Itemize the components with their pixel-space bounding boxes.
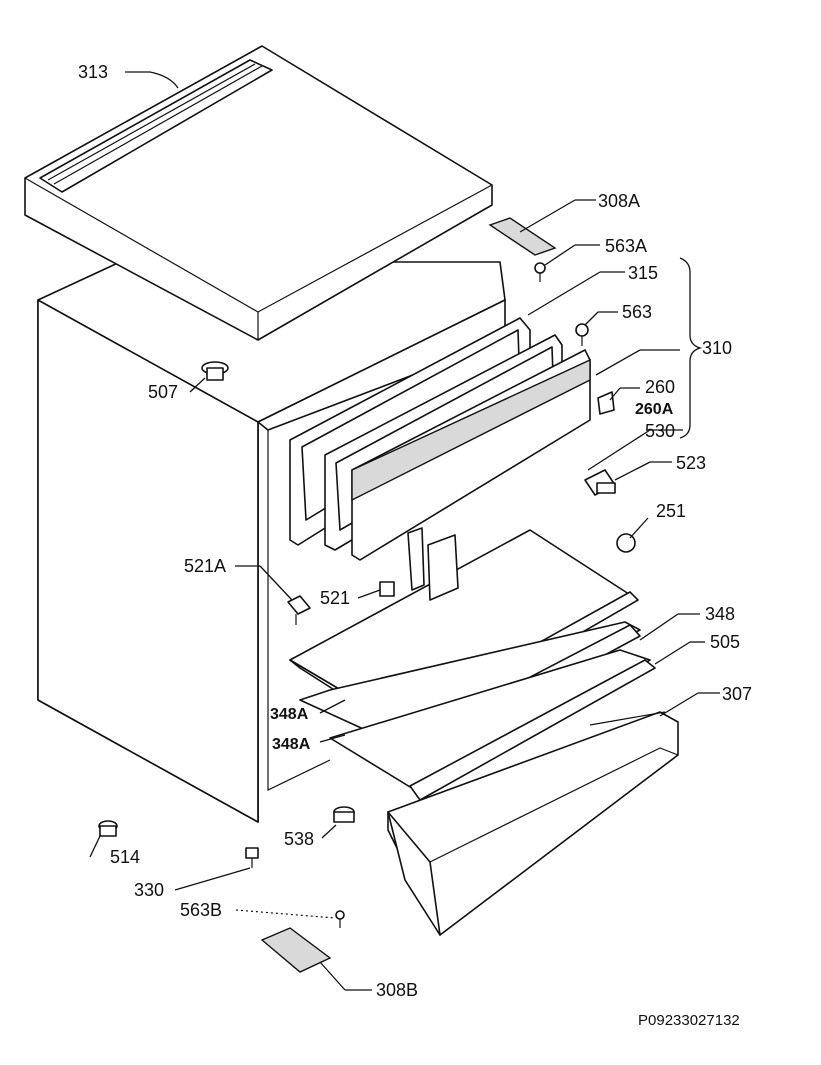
label-521A: 521A bbox=[184, 556, 226, 576]
group-bracket-310 bbox=[679, 257, 703, 439]
label-348: 348 bbox=[705, 604, 735, 624]
label-330: 330 bbox=[134, 880, 164, 900]
label-514: 514 bbox=[110, 847, 140, 867]
bracket-521A bbox=[287, 595, 311, 625]
label-260A: 260A bbox=[635, 401, 674, 418]
label-523: 523 bbox=[676, 453, 706, 473]
label-521: 521 bbox=[320, 588, 350, 608]
leader-lines bbox=[89, 71, 720, 991]
label-530: 530 bbox=[645, 421, 675, 441]
label-308B: 308B bbox=[376, 980, 418, 1000]
label-507: 507 bbox=[148, 382, 178, 402]
label-307: 307 bbox=[722, 684, 752, 704]
screw-330 bbox=[245, 847, 259, 868]
foot-507 bbox=[201, 361, 229, 381]
label-260: 260 bbox=[645, 377, 675, 397]
label-348A-1: 348A bbox=[270, 706, 309, 723]
foot-514 bbox=[98, 820, 118, 837]
label-313: 313 bbox=[78, 62, 108, 82]
label-563: 563 bbox=[622, 302, 652, 322]
label-251: 251 bbox=[656, 501, 686, 521]
door-frames bbox=[289, 317, 591, 561]
pin-563A bbox=[534, 262, 546, 282]
part-521 bbox=[379, 581, 395, 597]
plug-251 bbox=[616, 533, 636, 553]
thermostat-housing bbox=[407, 527, 459, 601]
hinge-308B bbox=[260, 927, 332, 973]
hinge-308A bbox=[488, 217, 557, 256]
label-308A: 308A bbox=[598, 191, 640, 211]
cabinet-body bbox=[37, 261, 506, 823]
hinge-pin-523 bbox=[584, 469, 616, 496]
foot-538 bbox=[333, 806, 355, 823]
drawing-code: P09233027132 bbox=[638, 1012, 740, 1029]
clip-260 bbox=[597, 391, 615, 415]
label-538: 538 bbox=[284, 829, 314, 849]
label-310: 310 bbox=[702, 338, 732, 358]
label-563B: 563B bbox=[180, 900, 222, 920]
label-315: 315 bbox=[628, 263, 658, 283]
label-563A: 563A bbox=[605, 236, 647, 256]
pin-563B bbox=[335, 910, 345, 928]
top-cover bbox=[24, 45, 493, 341]
pin-563 bbox=[575, 323, 589, 346]
crisper-cover-lower bbox=[329, 649, 656, 801]
vegetable-drawer bbox=[387, 711, 679, 936]
label-505: 505 bbox=[710, 632, 740, 652]
label-348A-2: 348A bbox=[272, 736, 311, 753]
